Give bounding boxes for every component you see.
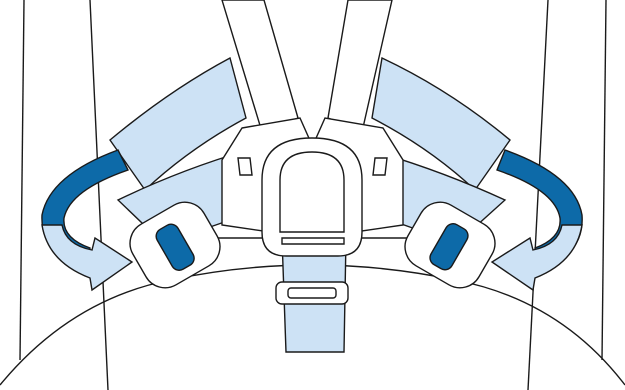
seat-left-inner <box>90 0 108 390</box>
buckle-tongue <box>282 238 344 244</box>
left-arrow-light <box>42 225 132 290</box>
seat-right-side <box>602 0 606 360</box>
shoulder-straps <box>222 0 392 132</box>
crotch-strap-slot-inner <box>288 288 336 298</box>
seat-left-side <box>20 0 24 360</box>
chest-clip-left-slot <box>238 158 252 175</box>
left-adjust-arrow <box>42 150 132 290</box>
buckle-inner <box>280 152 344 232</box>
chest-clip-right-slot <box>373 158 387 175</box>
right-arrow-light <box>492 225 582 290</box>
